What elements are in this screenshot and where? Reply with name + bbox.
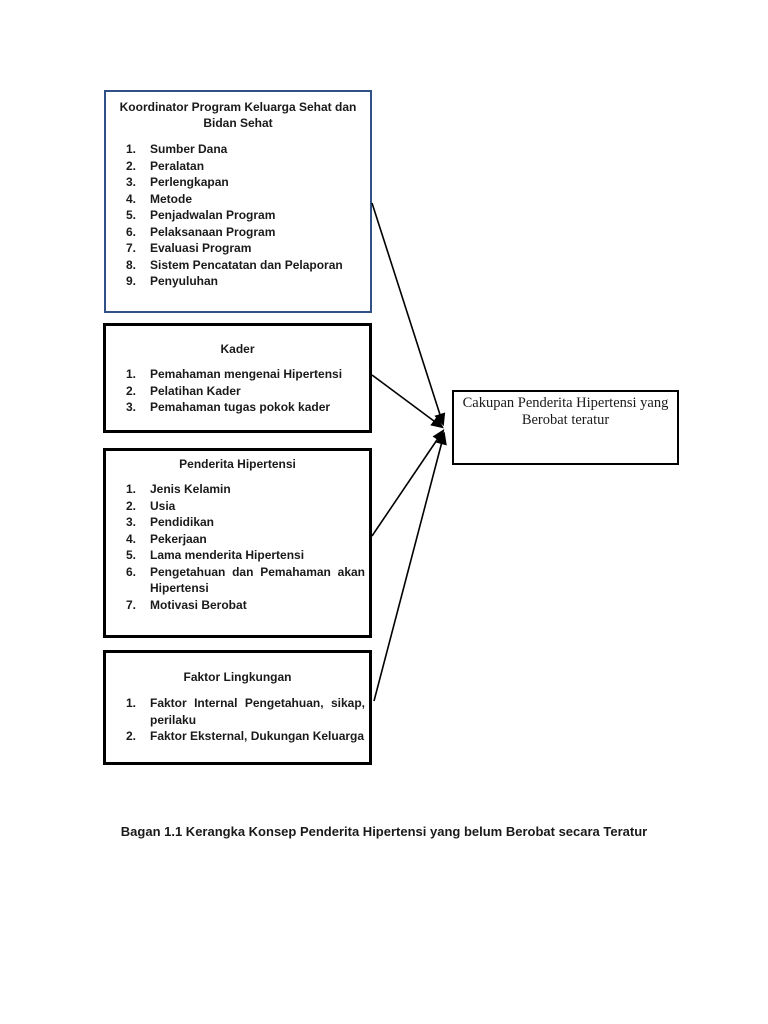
box-kader-list: 1. Pemahaman mengenai Hipertensi 2. Pelatih… [106, 366, 369, 416]
arrow-kader-to-outcome [371, 374, 444, 429]
list-item: 6. Pengetahuan dan Pemahaman akan Hiperte… [126, 564, 365, 597]
list-item-text: Pelatihan Kader [150, 383, 241, 398]
list-item: 4. Pekerjaan [126, 531, 365, 548]
list-item-text: Motivasi Berobat [150, 597, 247, 612]
list-item-number: 7. [126, 597, 137, 612]
list-item-number: 3. [126, 515, 137, 529]
arrow-faktor-to-outcome [373, 431, 447, 702]
list-item-text: Penyuluhan [150, 274, 219, 288]
list-item-number: 9. [126, 274, 137, 288]
list-item-number: 1. [126, 142, 137, 156]
box-koordinator-title: Koordinator Program Keluarga Sehat dan B… [119, 100, 357, 130]
box-kader-title: Kader [220, 342, 255, 356]
list-item-number: 5. [126, 208, 137, 222]
list-item: 1. Faktor Internal Pengetahuan, sikap, pe… [126, 695, 365, 728]
list-item-number: 1. [126, 482, 137, 496]
list-item-text: Faktor Internal Pengetahuan, sikap, peri… [150, 696, 365, 727]
list-item: 2. Peralatan [126, 158, 366, 175]
list-item-text: Pelaksanaan Program [150, 224, 276, 239]
list-item: 9. Penyuluhan [126, 273, 366, 290]
list-item-text: Lama menderita Hipertensi [150, 548, 305, 562]
list-item: 1. Jenis Kelamin [126, 481, 365, 498]
box-penderita-title: Penderita Hipertensi [179, 457, 296, 471]
list-item-text: Penjadwalan Program [150, 208, 276, 222]
box-koordinator: Koordinator Program Keluarga Sehat dan B… [104, 90, 372, 313]
list-item-text: Sumber Dana [150, 142, 228, 156]
list-item-text: Pemahaman tugas pokok kader [150, 400, 331, 414]
box-penderita-list: 1. Jenis Kelamin 2. Usia 3. Pendidikan 4. Peker… [106, 481, 369, 613]
list-item-number: 1. [126, 367, 137, 381]
list-item-text: Pemahaman mengenai Hipertensi [150, 367, 343, 381]
arrow-penderita-to-outcome [371, 429, 445, 537]
list-item: 2. Usia [126, 498, 365, 515]
list-item-number: 6. [126, 224, 137, 239]
list-item-text: Faktor Eksternal, Dukungan Keluarga [150, 729, 365, 743]
list-item-text: Perlengkapan [150, 175, 229, 189]
list-item-number: 3. [126, 175, 137, 189]
list-item: 7. Evaluasi Program [126, 240, 366, 257]
list-item: 6. Pelaksanaan Program [126, 224, 366, 241]
box-outcome: Cakupan Penderita Hipertensi yang Beroba… [452, 390, 679, 465]
box-faktor-title: Faktor Lingkungan [183, 670, 292, 684]
list-item: 1. Sumber Dana [126, 141, 366, 158]
box-koordinator-list: 1. Sumber Dana 2. Peralatan 3. Perlengkapan 4.… [106, 141, 370, 290]
list-item-number: 6. [126, 564, 137, 579]
list-item-number: 4. [126, 191, 137, 206]
list-item-number: 2. [126, 729, 137, 743]
list-item-number: 1. [126, 696, 137, 710]
list-item-number: 2. [126, 498, 137, 513]
list-item-text: Pengetahuan dan Pemahaman akan Hipertens… [150, 564, 365, 596]
list-item-text: Sistem Pencatatan dan Pelaporan [150, 257, 343, 272]
list-item: 5. Penjadwalan Program [126, 207, 366, 224]
arrow-koordinator-to-outcome [371, 202, 446, 427]
list-item: 7. Motivasi Berobat [126, 597, 365, 614]
list-item: 3. Pemahaman tugas pokok kader [126, 399, 365, 416]
list-item-text: Usia [150, 498, 176, 513]
list-item: 5. Lama menderita Hipertensi [126, 547, 365, 564]
list-item: 1. Pemahaman mengenai Hipertensi [126, 366, 365, 383]
list-item-text: Metode [150, 191, 192, 206]
list-item: 2. Pelatihan Kader [126, 383, 365, 400]
list-item-number: 4. [126, 531, 137, 546]
list-item-number: 7. [126, 241, 137, 255]
list-item-text: Evaluasi Program [150, 241, 252, 255]
list-item-number: 5. [126, 548, 137, 562]
list-item-number: 2. [126, 158, 137, 173]
box-penderita-hipertensi: Penderita Hipertensi 1. Jenis Kelamin 2. Us… [103, 448, 372, 638]
box-outcome-title: Cakupan Penderita Hipertensi yang Beroba… [462, 395, 669, 428]
box-faktor-list: 1. Faktor Internal Pengetahuan, sikap, pe… [106, 695, 369, 745]
list-item: 3. Perlengkapan [126, 174, 366, 191]
list-item-number: 3. [126, 400, 137, 414]
list-item: 2. Faktor Eksternal, Dukungan Keluarga [126, 728, 365, 745]
diagram-caption: Bagan 1.1 Kerangka Konsep Penderita Hipe… [120, 824, 648, 839]
list-item-text: Jenis Kelamin [150, 482, 231, 496]
list-item: 4. Metode [126, 191, 366, 208]
box-faktor-lingkungan: Faktor Lingkungan 1. Faktor Internal Peng… [103, 650, 372, 765]
list-item: 3. Pendidikan [126, 514, 365, 531]
box-kader: Kader 1. Pemahaman mengenai Hipertensi 2. P… [103, 323, 372, 433]
list-item-number: 8. [126, 257, 137, 272]
list-item-text: Pendidikan [150, 515, 215, 529]
list-item-text: Peralatan [150, 158, 205, 173]
list-item-text: Pekerjaan [150, 531, 207, 546]
list-item: 8. Sistem Pencatatan dan Pelaporan [126, 257, 366, 274]
list-item-number: 2. [126, 383, 137, 398]
